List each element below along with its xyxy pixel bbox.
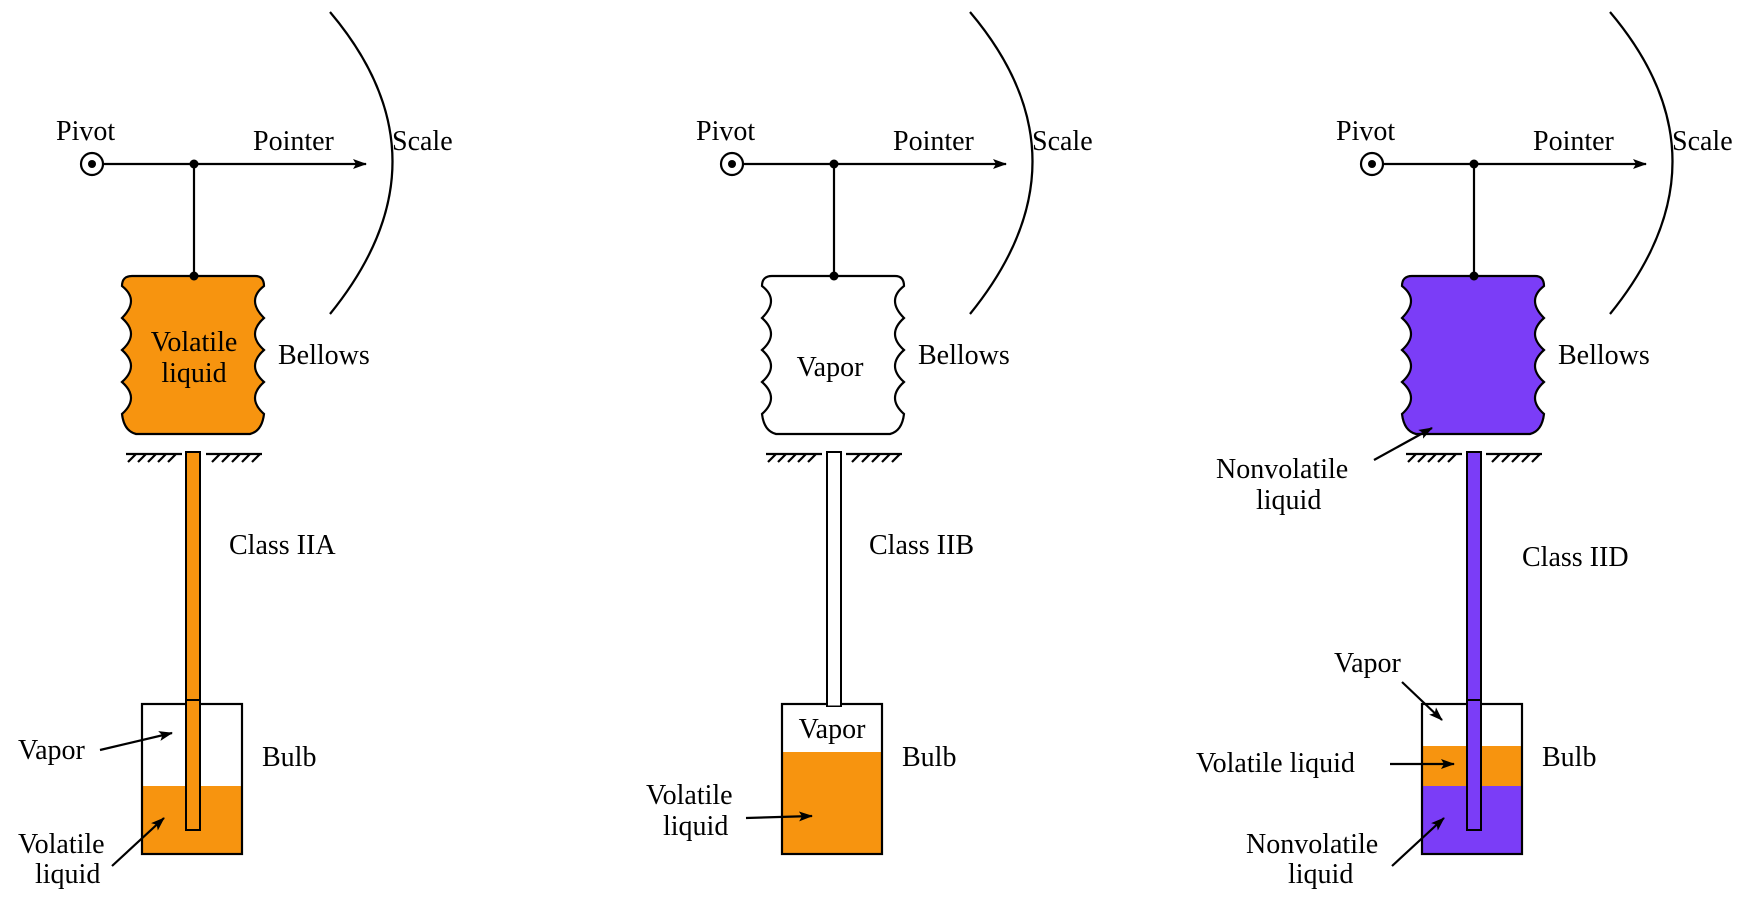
bellows-content-arrow xyxy=(1373,427,1433,461)
vapor-label: Vapor xyxy=(18,735,86,766)
nonvolatile-liquid-label-line2: liquid xyxy=(1288,859,1353,890)
pivot-label: Pivot xyxy=(56,116,115,147)
capillary-tube-in-bulb xyxy=(185,699,201,831)
scale-label: Scale xyxy=(1032,126,1093,157)
capillary-tube-in-bulb xyxy=(1466,699,1482,831)
vapor-label: Vapor xyxy=(1334,648,1402,679)
class-label: Class IIB xyxy=(869,530,974,561)
pivot-center-dot xyxy=(88,160,96,168)
class-label: Class IIA xyxy=(229,530,336,561)
class-label: Class IID xyxy=(1522,542,1629,573)
bellows-base-hatch xyxy=(126,452,262,463)
bellows-label: Bellows xyxy=(278,340,370,371)
pivot-center-dot xyxy=(728,160,736,168)
panel-class-iid: Pivot Pointer Scale Bellows Nonvolatile … xyxy=(1196,11,1733,890)
bellows-label: Bellows xyxy=(1558,340,1650,371)
liquid-arrow xyxy=(745,811,813,822)
bellows-base-hatch xyxy=(1406,452,1542,463)
vapor-arrow xyxy=(1401,681,1443,721)
pointer-label: Pointer xyxy=(893,126,975,157)
bulb-label: Bulb xyxy=(1542,742,1596,773)
panel-class-iib: Pivot Pointer Scale Vapor Bellows Class … xyxy=(646,11,1093,856)
vapor-arrow xyxy=(99,731,173,752)
liquid-label-line2: liquid xyxy=(35,859,100,890)
liquid-label-line1: Volatile xyxy=(18,829,105,860)
capillary-tube xyxy=(826,451,842,707)
scale-arc xyxy=(1609,11,1674,315)
volatile-liquid-label: Volatile liquid xyxy=(1196,748,1355,779)
bellows-joint xyxy=(829,271,839,281)
bellows-base-hatch xyxy=(766,452,902,463)
bellows-content-line1: Volatile xyxy=(151,327,238,358)
scale-arc xyxy=(969,11,1034,315)
bellows xyxy=(1400,274,1546,436)
pivot-label: Pivot xyxy=(696,116,755,147)
bellows-content-label-line2: liquid xyxy=(1256,485,1321,516)
bulb-label: Bulb xyxy=(902,742,956,773)
bulb-liquid xyxy=(782,752,882,854)
liquid-arrow xyxy=(111,817,165,867)
pivot-label: Pivot xyxy=(1336,116,1395,147)
liquid-label-line2: liquid xyxy=(663,811,728,842)
bellows-joint xyxy=(189,271,199,281)
bulb-label: Bulb xyxy=(262,742,316,773)
scale-label: Scale xyxy=(1672,126,1733,157)
bellows-content-line2: liquid xyxy=(161,358,226,389)
bellows-content: Vapor xyxy=(797,352,865,383)
bellows-joint xyxy=(1469,271,1479,281)
pivot-center-dot xyxy=(1368,160,1376,168)
liquid-label-line1: Volatile xyxy=(646,780,733,811)
pointer-label: Pointer xyxy=(253,126,335,157)
panel-class-iia: Pivot Pointer Scale Volatile liquid Bell… xyxy=(18,11,453,890)
bellows-content-label-line1: Nonvolatile xyxy=(1216,454,1348,485)
scale-label: Scale xyxy=(392,126,453,157)
pointer-label: Pointer xyxy=(1533,126,1615,157)
nonvolatile-liquid-label-line1: Nonvolatile xyxy=(1246,829,1378,860)
nonvolatile-liquid-arrow xyxy=(1391,817,1445,867)
vapor-label: Vapor xyxy=(799,714,867,745)
scale-arc xyxy=(329,11,394,315)
bellows-label: Bellows xyxy=(918,340,1010,371)
